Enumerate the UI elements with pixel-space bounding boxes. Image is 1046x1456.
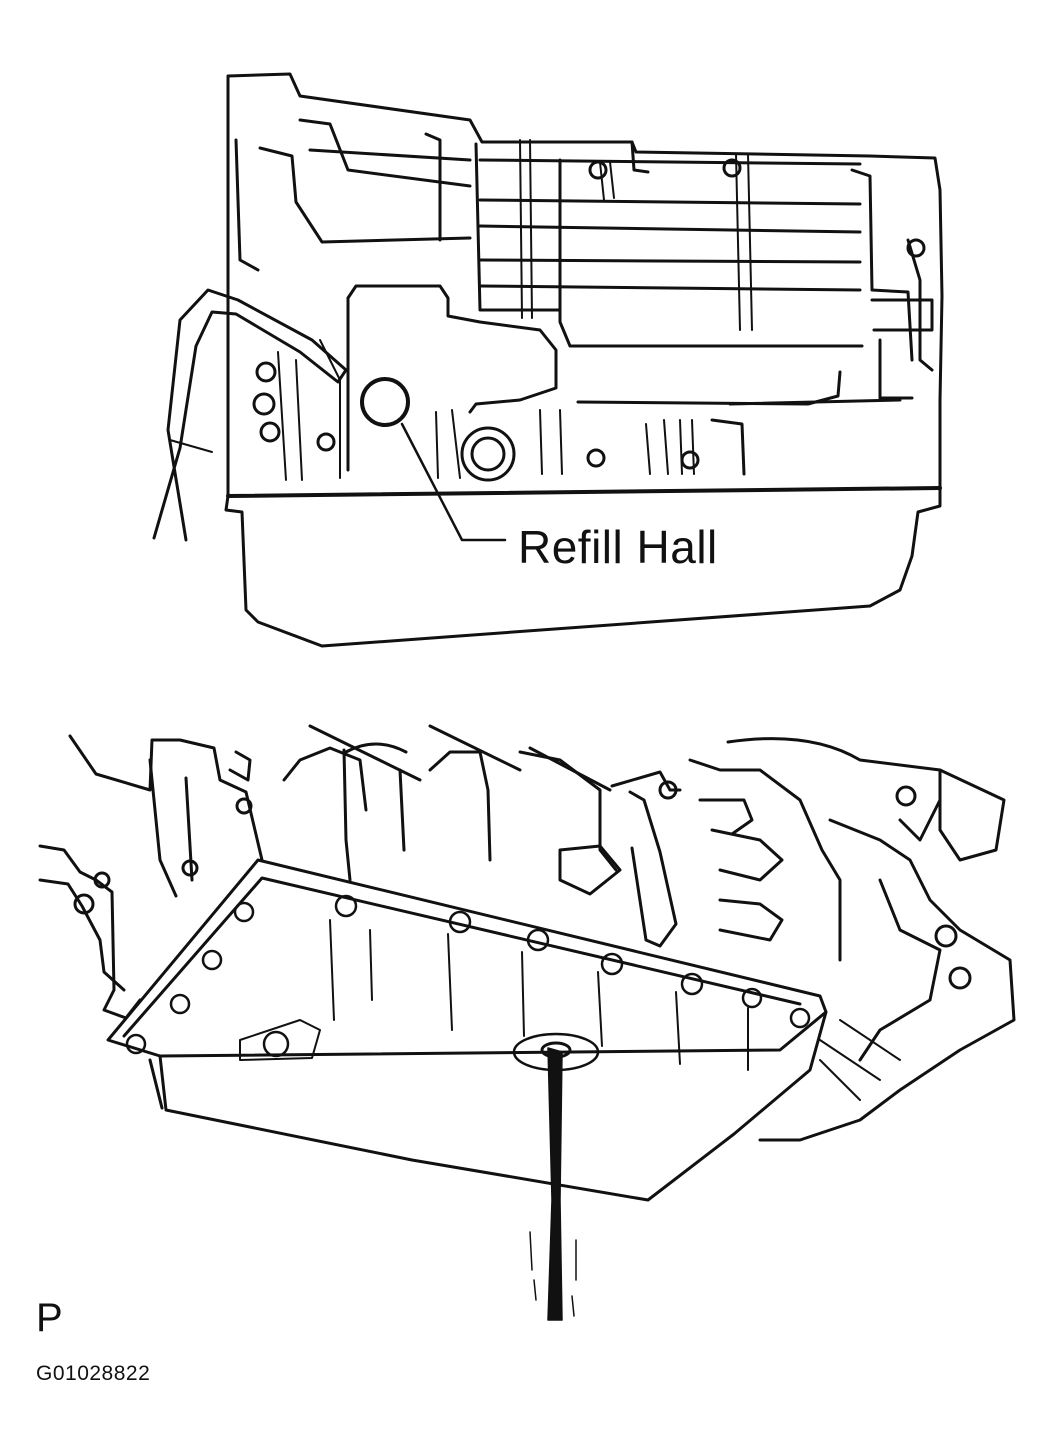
refill-hole [360,377,410,427]
transmission-case-outline [226,72,944,498]
pan-flange [106,858,828,1058]
panel-letter: P [36,1296,63,1340]
figure-code: G01028822 [36,1362,151,1385]
refill-hole-callout-label: Refill Hall [518,521,718,573]
oil-pan [224,486,942,648]
draining-fluid-stream [547,1047,563,1321]
transmission-underside-view [38,724,1016,1321]
lower-oil-pan [158,1010,828,1202]
dipstick-tube [152,288,348,542]
transmission-side-view [152,72,944,648]
refill-leader-line [400,422,507,542]
